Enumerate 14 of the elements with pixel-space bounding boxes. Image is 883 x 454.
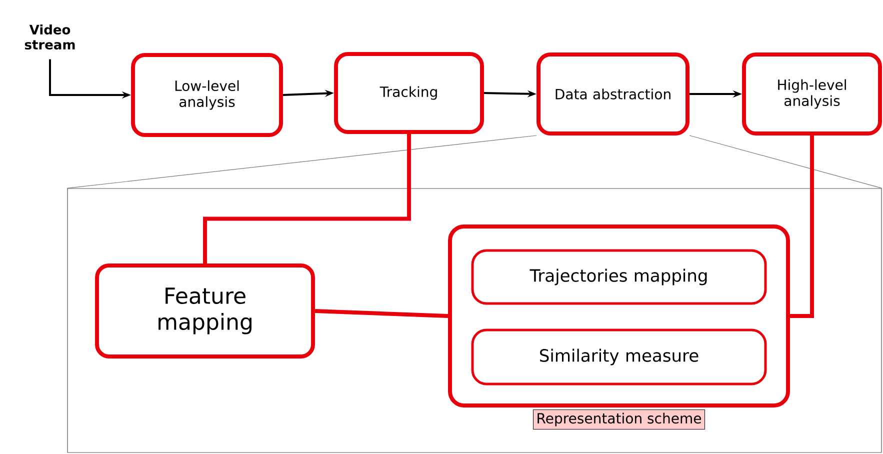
process-box: Feature mapping [95,264,315,358]
process-box: Data abstraction [536,52,690,136]
process-box: Tracking [334,52,484,134]
input-label: Video stream [24,24,75,50]
process-box: Low-level analysis [131,53,283,137]
connector-line [203,134,411,264]
zoom-line [689,135,882,188]
connector-line [790,136,814,318]
connector-line [314,309,448,318]
sub-process-box: Similarity measure [471,328,767,386]
process-box: High-level analysis [742,52,882,136]
zoom-line [66,135,537,188]
caption-tag: Representation scheme [533,410,705,430]
sub-process-box: Trajectories mapping [471,249,767,305]
